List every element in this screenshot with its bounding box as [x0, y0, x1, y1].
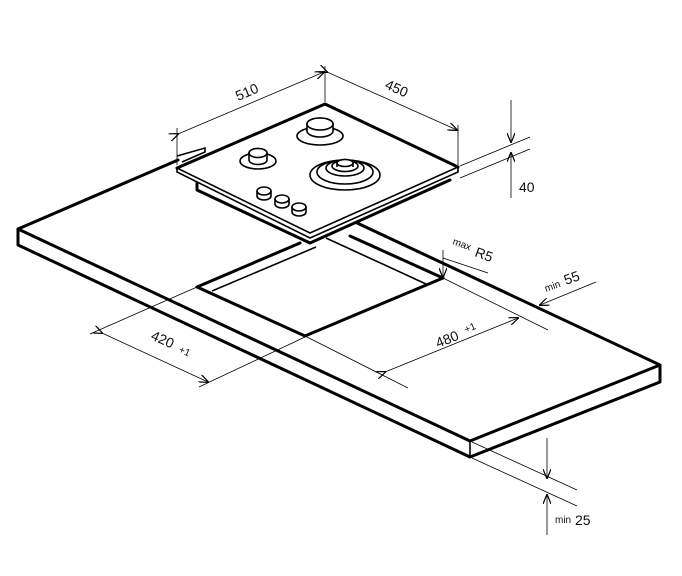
dimension-hob-height: 40 — [459, 100, 535, 198]
hob-depth-label: 450 — [383, 76, 411, 100]
dimension-cutout-depth: 420 +1 — [89, 286, 306, 388]
corner-radius-label: R5 — [473, 244, 495, 265]
burner-wok — [309, 158, 381, 191]
worktop-thickness-prefix: min — [555, 515, 571, 526]
cutout-depth-tolerance: +1 — [177, 345, 192, 360]
worktop-thickness-label: 25 — [575, 512, 591, 528]
control-knobs — [256, 186, 307, 217]
cutout-width-tolerance: +1 — [463, 321, 478, 336]
edge-clearance-prefix: min — [543, 279, 562, 295]
burner-left — [239, 147, 277, 170]
edge-clearance-label: 55 — [562, 267, 582, 287]
dimension-cutout-width: 480 +1 — [304, 277, 549, 389]
hob-height-label: 40 — [519, 179, 535, 195]
dimension-worktop-thickness: min 25 — [471, 438, 591, 535]
cutout-depth-label: 420 — [149, 327, 177, 351]
dimension-edge-clearance: min 55 — [540, 267, 597, 305]
corner-radius-prefix: max — [451, 236, 473, 253]
